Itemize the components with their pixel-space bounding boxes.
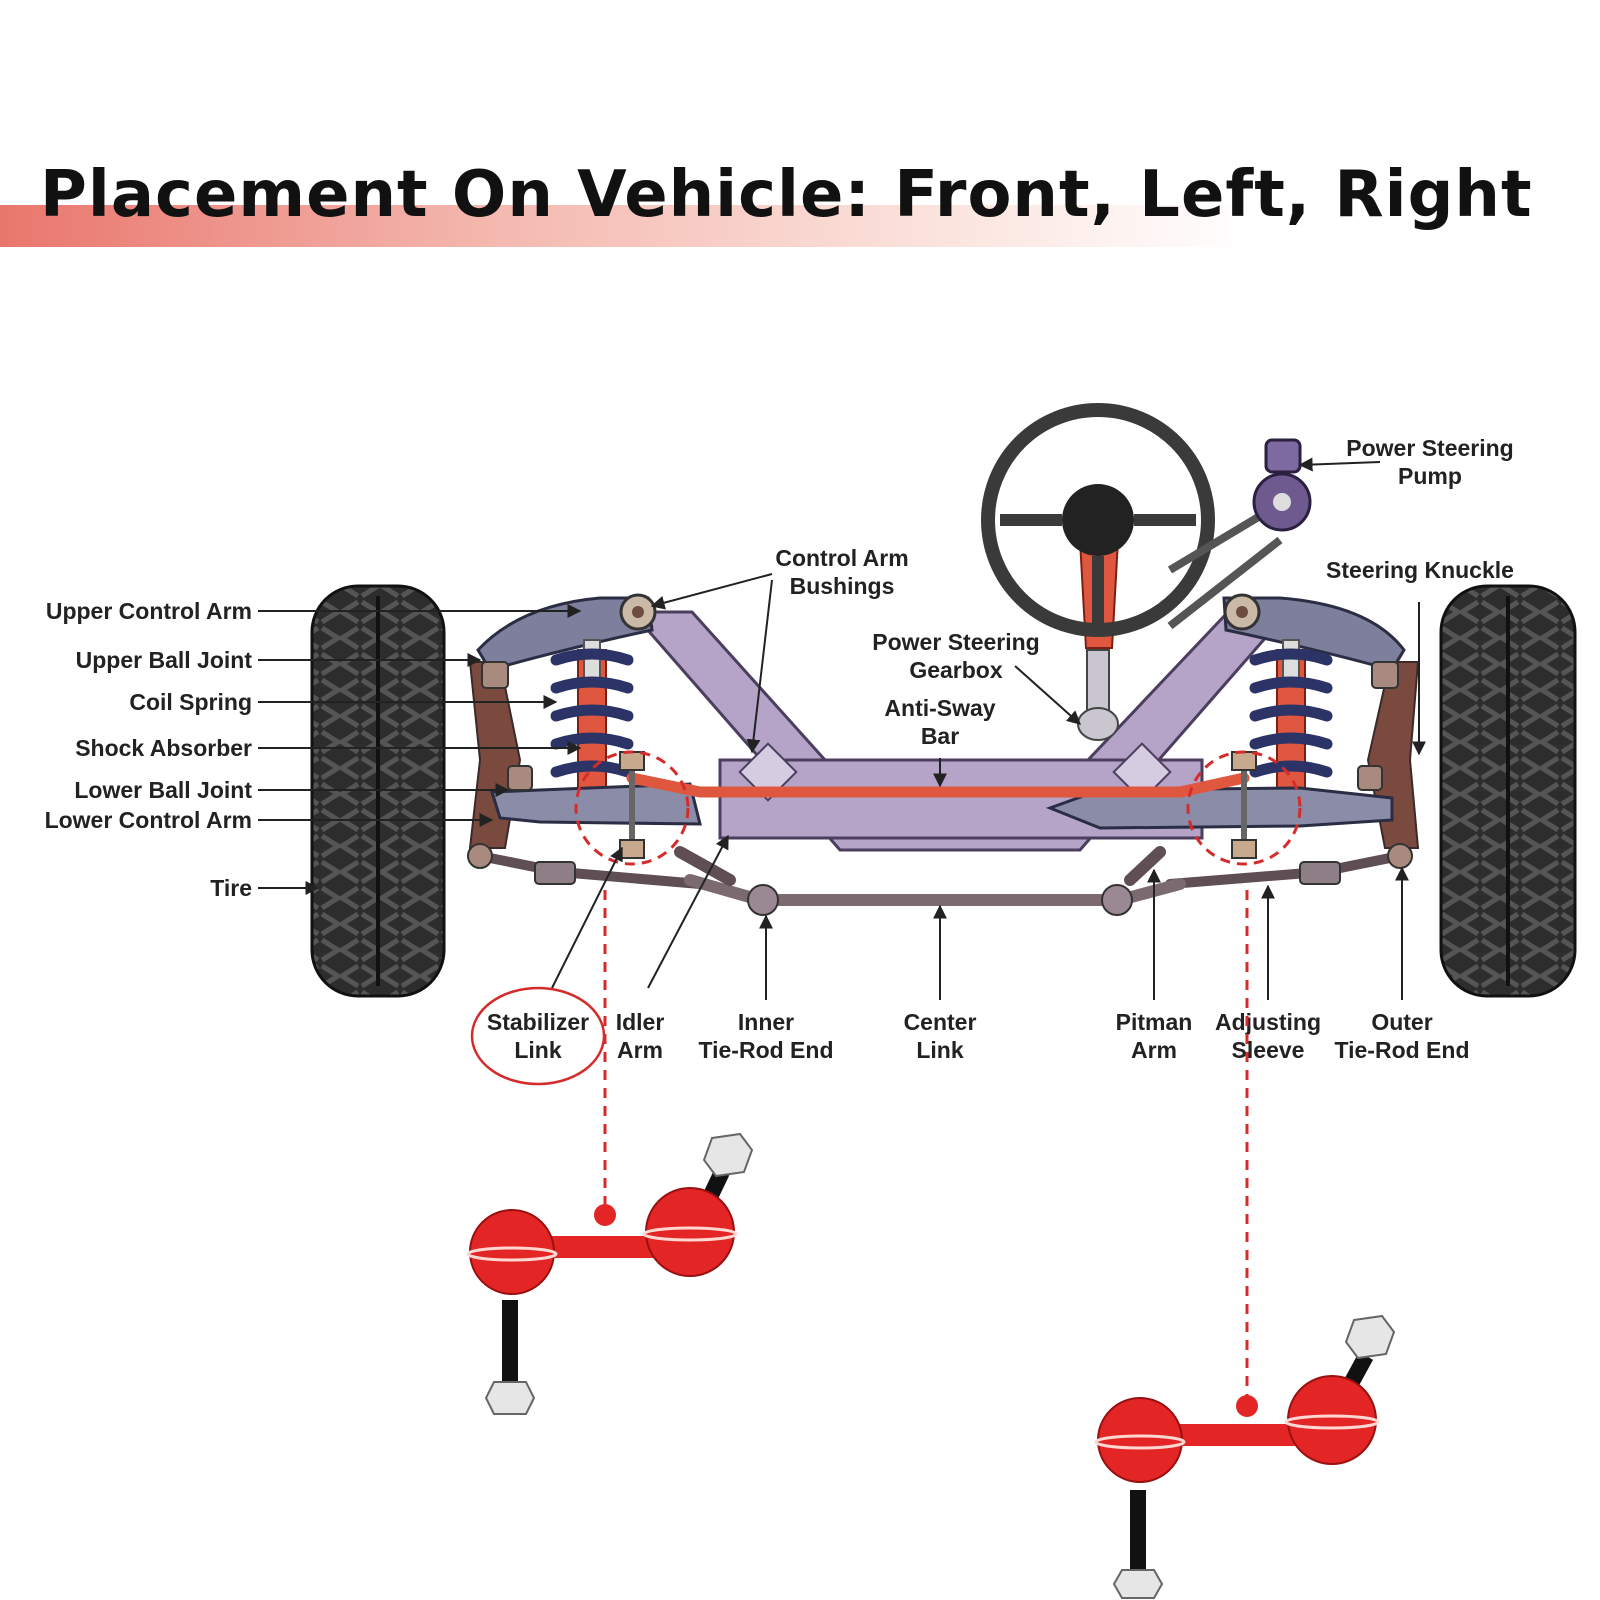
power-steering-gearbox	[1077, 707, 1119, 741]
stabilizer-link-highlight-left	[574, 750, 690, 866]
label-power-steering-pump-line2: Pump	[1398, 463, 1462, 489]
label-power-steering-pump-line1: Power Steering	[1346, 435, 1513, 461]
label-center-link-line1: Center	[904, 1009, 977, 1035]
title-banner	[0, 205, 1250, 247]
coil-spring-left	[550, 648, 634, 778]
label-inner-tie-rod-end-line2: Tie-Rod End	[698, 1037, 833, 1063]
coil-spring-right	[1249, 648, 1333, 778]
lower-ball-joint-right	[1357, 765, 1383, 791]
label-outer-tie-rod-end-line2: Tie-Rod End	[1334, 1037, 1469, 1063]
label-stabilizer-link-line2: Link	[514, 1037, 561, 1063]
anti-sway-bar	[626, 772, 1250, 798]
stabilizer-link-label-circle	[470, 986, 606, 1086]
label-upper-ball-joint: Upper Ball Joint	[76, 647, 253, 673]
tire-right-icon	[1439, 584, 1577, 998]
label-adjusting-sleeve-line2: Sleeve	[1232, 1037, 1305, 1063]
power-steering-pump	[1167, 438, 1312, 630]
label-upper-control-arm: Upper Control Arm	[46, 598, 252, 624]
label-idler-arm-line1: Idler	[616, 1009, 665, 1035]
label-anti-sway-bar-line2: Bar	[921, 723, 959, 749]
callout-labels: Upper Control Arm Upper Ball Joint Coil …	[45, 435, 1514, 1063]
upper-control-arm-left	[476, 596, 654, 672]
label-steering-knuckle: Steering Knuckle	[1326, 557, 1514, 583]
label-lower-ball-joint: Lower Ball Joint	[74, 777, 252, 803]
upper-ball-joint-left	[481, 661, 509, 689]
label-pitman-arm-line1: Pitman	[1116, 1009, 1193, 1035]
label-power-steering-gearbox-line1: Power Steering	[872, 629, 1039, 655]
steering-wheel-icon	[981, 403, 1215, 637]
label-tire: Tire	[210, 875, 252, 901]
label-inner-tie-rod-end-line1: Inner	[738, 1009, 794, 1035]
stabilizer-link-icon	[466, 1132, 754, 1415]
stabilizer-link-icon	[1094, 1314, 1396, 1599]
label-lower-control-arm: Lower Control Arm	[45, 807, 252, 833]
label-pitman-arm-line2: Arm	[1131, 1037, 1177, 1063]
leader-lines	[258, 457, 1426, 1000]
label-idler-arm-line2: Arm	[617, 1037, 663, 1063]
label-adjusting-sleeve-line1: Adjusting	[1215, 1009, 1321, 1035]
label-coil-spring: Coil Spring	[129, 689, 252, 715]
label-control-arm-bushings-line1: Control Arm	[775, 545, 908, 571]
label-shock-absorber: Shock Absorber	[75, 735, 252, 761]
lower-ball-joint-left	[507, 765, 533, 791]
lower-control-arm-left	[489, 782, 702, 826]
label-power-steering-gearbox-line2: Gearbox	[909, 657, 1003, 683]
upper-ball-joint-right	[1371, 661, 1399, 689]
label-center-link-line2: Link	[916, 1037, 963, 1063]
connector-dot-left	[594, 1204, 616, 1226]
label-outer-tie-rod-end-line1: Outer	[1371, 1009, 1432, 1035]
stabilizer-link-highlight-right	[1186, 750, 1302, 866]
label-stabilizer-link-line1: Stabilizer	[487, 1009, 589, 1035]
connector-dot-right	[1236, 1395, 1258, 1417]
label-control-arm-bushings-line2: Bushings	[790, 573, 895, 599]
steering-linkage	[467, 843, 1413, 916]
label-anti-sway-bar-line1: Anti-Sway	[884, 695, 995, 721]
page-title: Placement On Vehicle: Front, Left, Right	[40, 158, 1533, 232]
